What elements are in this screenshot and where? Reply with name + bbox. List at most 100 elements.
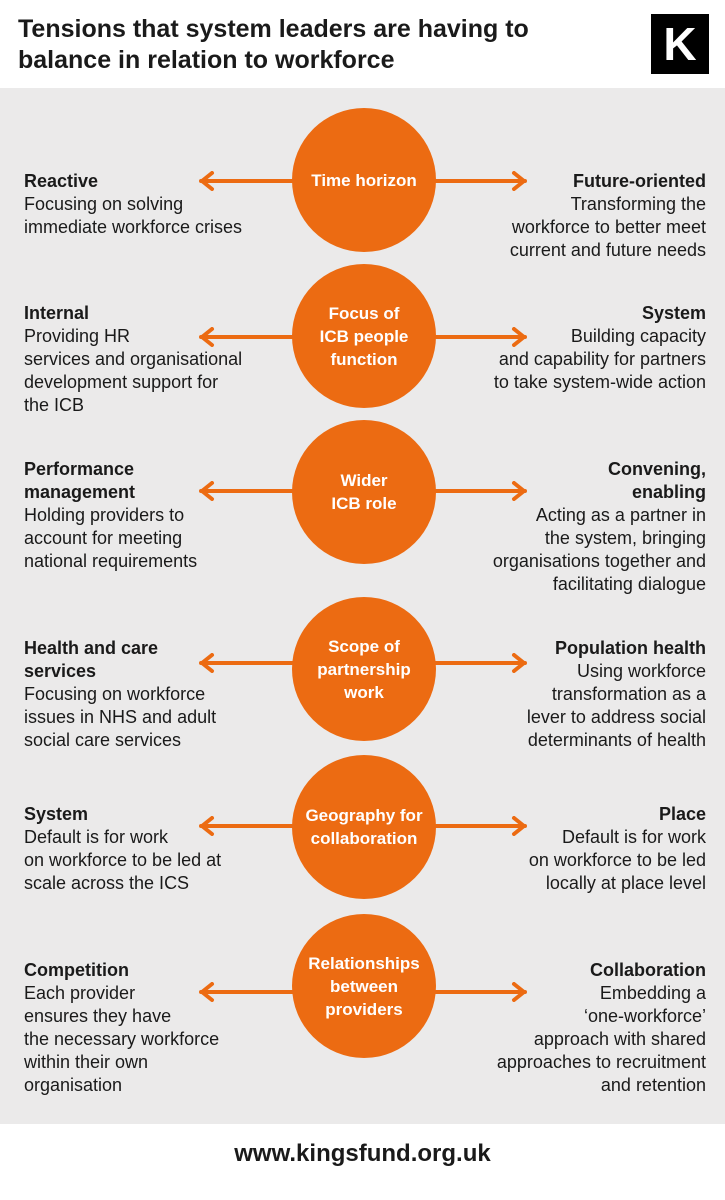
left-tension-heading: services [24,661,97,681]
right-tension-description: transformation as a [551,684,706,704]
right-tension-heading: Future-oriented [573,171,706,191]
right-tension-description: locally at place level [545,873,706,893]
right-tension-heading: System [641,303,706,323]
dimension-circle: Scope of partnership work [292,597,436,741]
dimension-label-line: ICB role [331,494,397,513]
left-tension-description: ensures they have [24,1006,172,1026]
left-tension-description: account for meeting [24,528,183,548]
right-tension-heading: enabling [631,482,706,502]
right-tension-description: facilitating dialogue [552,574,706,594]
website-url: www.kingsfund.org.uk [234,1140,491,1167]
dimension-label-line: Time horizon [311,170,417,190]
right-tension-description: Building capacity [570,326,706,346]
right-tension-description: determinants of health [527,730,706,750]
left-tension-heading: System [24,804,89,824]
title-line-2: balance in relation to workforce [18,46,395,74]
right-tension-description: the system, bringing [544,528,706,548]
dimension-label: Geography for collaboration [305,804,422,850]
right-tension-description: lever to address social [526,707,706,727]
right-tension-description: approaches to recruitment [496,1052,706,1072]
right-arrow-icon [428,982,527,1002]
left-tension-description: the necessary workforce [24,1029,220,1049]
left-tension-heading: Performance [24,459,135,479]
left-tension-description: services and organisational [24,349,243,369]
right-tension-heading: Convening, [608,459,706,479]
left-tension-description: social care services [24,730,182,750]
left-tension-description: Focusing on solving [24,194,184,214]
right-tension-description: current and future needs [509,240,706,260]
dimension-label-line: work [344,682,384,702]
left-tension-description: within their own [24,1052,149,1072]
right-arrow-icon [428,816,527,836]
right-tension-description: organisations together and [492,551,706,571]
dimension-circle: Relationships between providers [292,914,436,1058]
left-tension-heading: management [24,482,136,502]
right-tension-description: approach with shared [533,1029,706,1049]
left-tension-description: the ICB [24,395,85,415]
right-tension-description: and capability for partners [498,349,706,369]
dimension-label-line: Focus of [328,303,400,323]
left-tension-description: scale across the ICS [24,873,190,893]
left-arrow-icon [199,982,298,1002]
right-arrow-icon [428,327,527,347]
left-arrow-icon [199,327,298,347]
left-tension-description: development support for [24,372,219,392]
dimension-label-line: collaboration [310,829,418,848]
left-tension-description: national requirements [24,551,198,571]
right-tension-description: workforce to better meet [511,217,706,237]
right-arrow-icon [428,481,527,501]
dimension-circle: Geography for collaboration [292,755,436,899]
dimension-label: Relationships between providers [308,952,419,1021]
dimension-label-line: Relationships [308,953,420,973]
dimension-circle: Focus of ICB people function [292,264,436,408]
dimension-label: Time horizon [311,169,416,192]
left-tension-description: on workforce to be led at [24,850,222,870]
dimension-label-line: between [329,976,399,996]
left-tension-heading: Health and care [24,638,159,658]
dimension-label-line: ICB people [319,326,409,346]
dimension-label: Focus of ICB people function [320,302,409,371]
right-tension-heading: Collaboration [590,960,706,980]
left-tension-heading: Reactive [24,171,99,191]
left-tension-description: Each provider [24,983,136,1003]
dimension-label-line: Scope of [328,636,400,656]
right-tension-heading: Population health [555,638,706,658]
left-tension-heading: Competition [24,960,129,980]
dimension-label-line: function [330,349,398,369]
left-tension-description: Providing HR [24,326,131,346]
right-tension-description: and retention [600,1075,706,1095]
page-title: Tensions that system leaders are having … [18,14,578,76]
left-tension-description: immediate workforce crises [24,217,243,237]
dimension-label-line: partnership [317,659,411,679]
kings-fund-logo: K [651,14,709,74]
right-tension-description: Transforming the [570,194,706,214]
dimension-circle: Time horizon [292,108,436,252]
left-arrow-icon [199,816,298,836]
title-line-1: Tensions that system leaders are having … [18,15,529,43]
left-tension-description: issues in NHS and adult [24,707,217,727]
right-arrow-icon [428,171,527,191]
left-arrow-icon [199,171,298,191]
dimension-label-line: providers [325,999,403,1019]
dimension-label-line: Wider [340,471,388,490]
right-tension-description: Embedding a [599,983,706,1003]
right-tension-description: ‘one-workforce’ [583,1006,706,1026]
right-tension-description: Default is for work [561,827,706,847]
dimension-label-line: Geography for [305,806,423,825]
right-tension-description: to take system-wide action [493,372,706,392]
right-tension-description: Acting as a partner in [535,505,706,525]
right-arrow-icon [428,653,527,673]
